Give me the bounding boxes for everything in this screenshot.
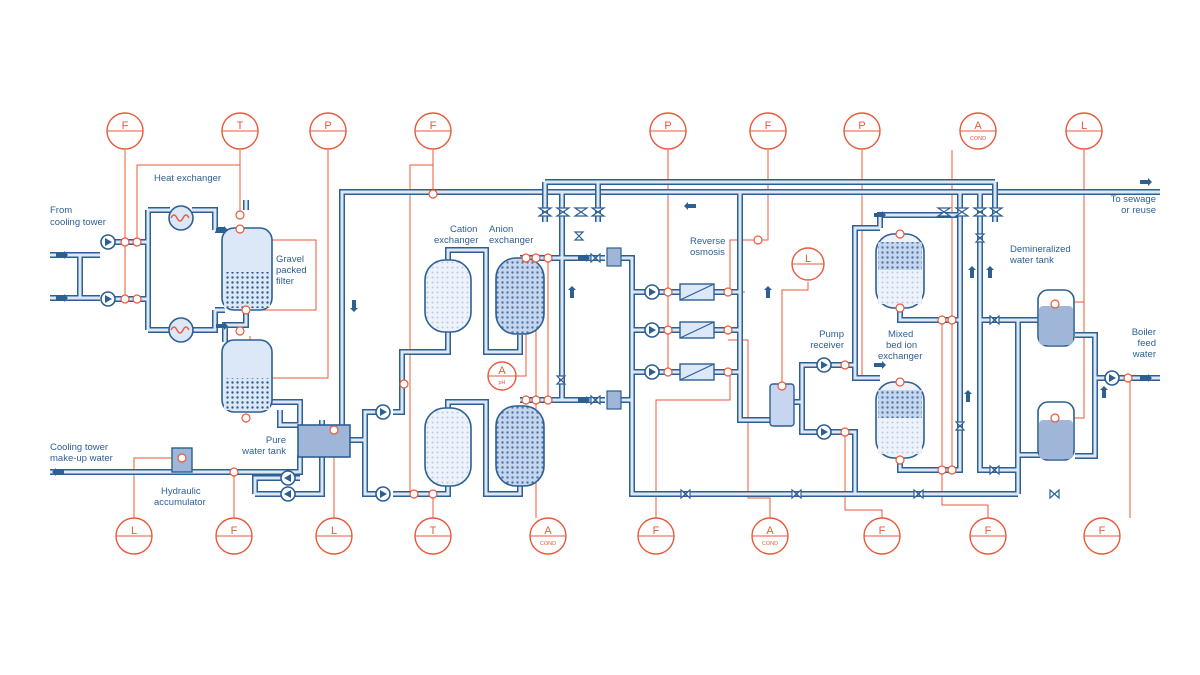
cation-exchanger-2 bbox=[424, 407, 472, 487]
svg-text:A: A bbox=[974, 120, 982, 132]
instrument-bubble: P bbox=[843, 112, 881, 150]
svg-text:F: F bbox=[430, 120, 437, 132]
instrument-bubble: A COND bbox=[751, 517, 789, 555]
svg-text:P: P bbox=[858, 120, 865, 132]
svg-text:F: F bbox=[1099, 525, 1106, 537]
svg-text:L: L bbox=[331, 525, 337, 537]
instrument-bubble: T bbox=[414, 517, 452, 555]
valve-icon bbox=[537, 207, 1060, 500]
mixed-bed-exchanger-1-bed bbox=[878, 242, 922, 270]
instruments-bottom: L F L T A COND F A COND F F F bbox=[115, 517, 1121, 555]
svg-text:COND: COND bbox=[762, 541, 778, 547]
svg-text:P: P bbox=[324, 120, 331, 132]
svg-text:L: L bbox=[805, 253, 811, 265]
demineralized-tank-1 bbox=[1037, 289, 1075, 347]
svg-text:L: L bbox=[1081, 120, 1087, 132]
svg-text:A: A bbox=[766, 525, 774, 537]
equipment bbox=[171, 227, 1075, 487]
anion-exchanger-2 bbox=[495, 405, 545, 487]
instrument-bubble: F bbox=[863, 517, 901, 555]
svg-text:A: A bbox=[544, 525, 552, 537]
instrument-bubble: L bbox=[115, 517, 153, 555]
signal-tap-points bbox=[120, 189, 1133, 499]
svg-text:F: F bbox=[122, 120, 129, 132]
instrument-bubble: F bbox=[414, 112, 452, 150]
svg-text:COND: COND bbox=[970, 136, 986, 142]
demineralized-tank-2 bbox=[1037, 401, 1075, 461]
pure-water-tank bbox=[297, 424, 351, 458]
svg-text:F: F bbox=[985, 525, 992, 537]
instrument-bubble: F bbox=[749, 112, 787, 150]
instruments-mid: ApH L bbox=[487, 247, 825, 391]
cartridge-filter-2 bbox=[606, 390, 622, 410]
pump-triangle-icon bbox=[105, 238, 1116, 498]
svg-text:F: F bbox=[653, 525, 660, 537]
svg-text:T: T bbox=[430, 525, 437, 537]
ro-module-2 bbox=[679, 321, 715, 339]
label-heat-exchanger: Heat exchanger bbox=[154, 173, 221, 184]
svg-text:F: F bbox=[231, 525, 238, 537]
svg-text:pH: pH bbox=[498, 380, 505, 386]
instrument-bubble: L bbox=[1065, 112, 1103, 150]
cartridge-filter-1 bbox=[606, 247, 622, 267]
mixed-bed-exchanger-2-bed bbox=[878, 390, 922, 418]
gravel-filter-2-bed bbox=[224, 378, 270, 410]
svg-text:T: T bbox=[237, 120, 244, 132]
svg-text:L: L bbox=[131, 525, 137, 537]
svg-text:F: F bbox=[879, 525, 886, 537]
instrument-bubble: F bbox=[215, 517, 253, 555]
svg-text:A: A bbox=[498, 365, 506, 377]
instrument-bubble: F bbox=[1083, 517, 1121, 555]
instrument-bubble: L bbox=[315, 517, 353, 555]
ro-module-1 bbox=[679, 283, 715, 301]
svg-text:P: P bbox=[664, 120, 671, 132]
flow-arrow-icon bbox=[52, 178, 1152, 476]
anion-exchanger-1 bbox=[495, 257, 545, 335]
instrument-bubble: F bbox=[106, 112, 144, 150]
instrument-bubble: L bbox=[791, 247, 825, 281]
gravel-filter-1-bed bbox=[224, 272, 270, 308]
instrument-bubble: A COND bbox=[529, 517, 567, 555]
instrument-bubble: P bbox=[309, 112, 347, 150]
instrument-bubble: T bbox=[221, 112, 259, 150]
svg-text:F: F bbox=[765, 120, 772, 132]
instrument-bubble: F bbox=[637, 517, 675, 555]
svg-text:COND: COND bbox=[540, 541, 556, 547]
instrument-bubble: F bbox=[969, 517, 1007, 555]
instrument-bubble: P bbox=[649, 112, 687, 150]
ro-module-3 bbox=[679, 363, 715, 381]
instruments-top: F T P F P F P A COND L bbox=[106, 112, 1103, 150]
instrument-bubble: A COND bbox=[959, 112, 997, 150]
instrument-bubble: ApH bbox=[487, 361, 517, 391]
heat-exchanger-icon bbox=[168, 205, 194, 343]
cation-exchanger-1 bbox=[424, 259, 472, 333]
